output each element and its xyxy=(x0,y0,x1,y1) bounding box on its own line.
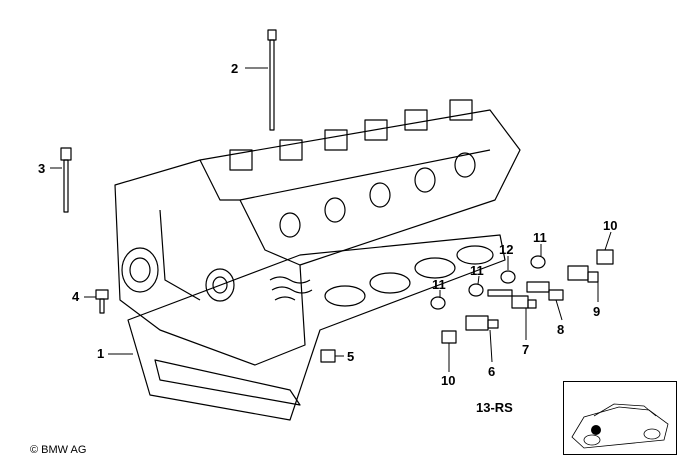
sensor-part-7 xyxy=(487,289,537,309)
plug-part-10a xyxy=(596,249,614,265)
callout-5: 5 xyxy=(347,349,355,364)
callout-10-bottom: 10 xyxy=(441,373,456,388)
callout-4: 4 xyxy=(72,289,80,304)
callout-3: 3 xyxy=(38,161,46,176)
bolt-part-2 xyxy=(267,29,277,131)
copyright: © BMW AG xyxy=(30,444,87,456)
callout-11-middle: 11 xyxy=(470,263,484,278)
callout-11-top: 11 xyxy=(533,230,547,245)
callout-9: 9 xyxy=(593,304,601,319)
callout-10-top: 10 xyxy=(603,218,618,233)
plug-part-10b xyxy=(441,330,457,344)
sensor-part-9 xyxy=(567,265,599,283)
callout-11-left: 11 xyxy=(432,277,446,292)
leader-lines xyxy=(50,67,612,372)
sensor-part-8 xyxy=(526,281,564,301)
callout-2: 2 xyxy=(231,61,239,76)
callout-8: 8 xyxy=(557,322,565,337)
car-outline-icon xyxy=(571,403,669,449)
diagram-code: 13-RS xyxy=(476,400,513,415)
bolt-part-4 xyxy=(95,289,109,314)
sensor-part-6 xyxy=(465,315,499,331)
callout-6: 6 xyxy=(488,364,496,379)
callout-12: 12 xyxy=(499,242,514,257)
callout-7: 7 xyxy=(522,342,530,357)
vehicle-location-thumbnail xyxy=(563,381,677,455)
bolt-part-3 xyxy=(60,147,72,213)
cylinder-head-body xyxy=(114,99,521,366)
nut-part-5 xyxy=(320,349,336,363)
gasket-part-1 xyxy=(127,234,506,421)
seal-rings-part-11-12 xyxy=(430,255,546,310)
callout-1: 1 xyxy=(97,346,105,361)
location-marker xyxy=(591,425,601,435)
